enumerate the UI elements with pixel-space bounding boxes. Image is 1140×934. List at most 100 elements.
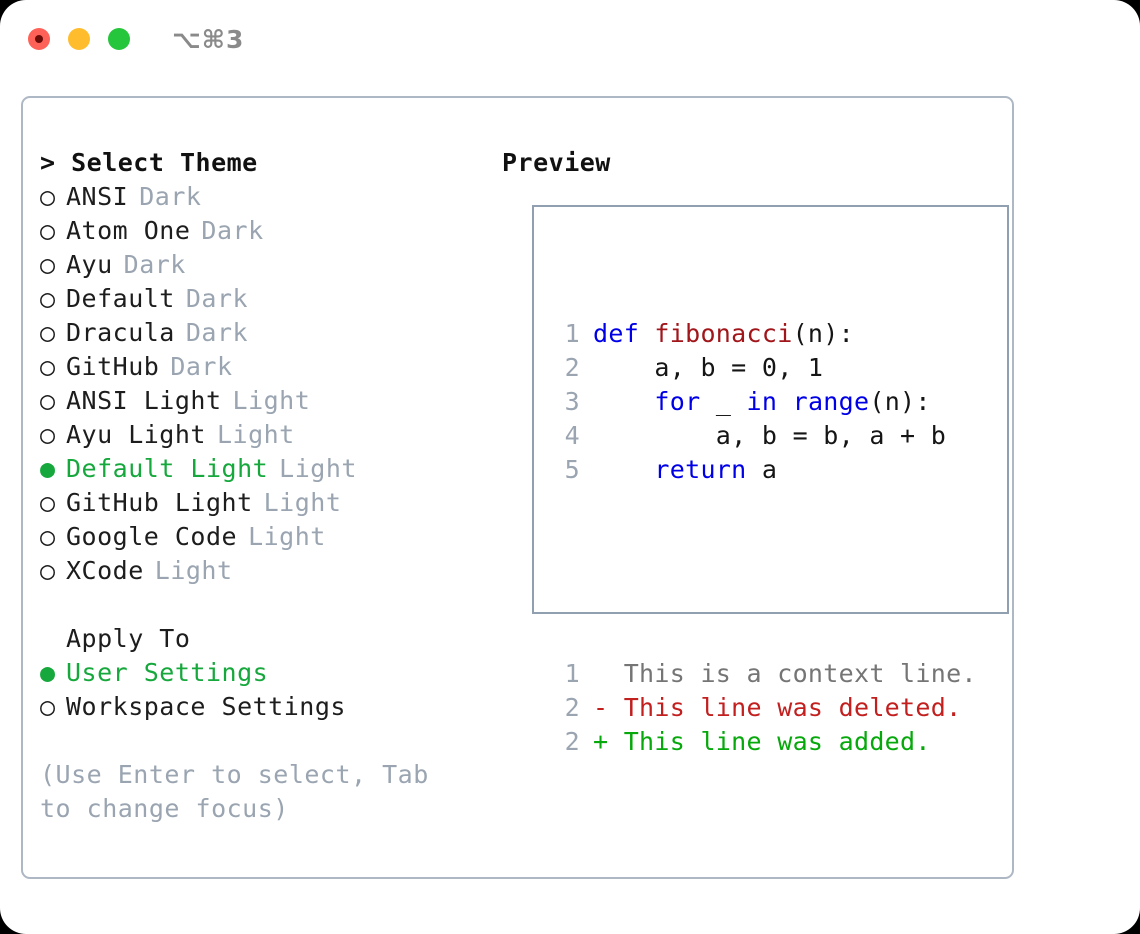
diff-marker xyxy=(593,659,624,688)
preview-title: Preview xyxy=(502,148,611,177)
spacer xyxy=(40,724,500,758)
theme-option-label: ANSI xyxy=(66,182,129,211)
theme-option-tag: Light xyxy=(248,522,326,551)
theme-option-tag: Light xyxy=(216,420,295,449)
theme-option-tag: Light xyxy=(154,556,233,585)
code-token: a xyxy=(746,455,778,484)
code-line: 2 a, b = 0, 1 xyxy=(554,351,977,385)
code-token: (n): xyxy=(869,387,931,416)
theme-option-label: GitHub xyxy=(66,352,160,381)
code-token xyxy=(593,387,654,416)
line-number: 4 xyxy=(564,421,580,450)
code-token: (n): xyxy=(792,319,854,348)
theme-option-label: XCode xyxy=(66,556,144,585)
diff-line-del: 2- This line was deleted. xyxy=(554,691,977,725)
radio-unselected-icon: ○ xyxy=(40,250,56,279)
radio-unselected-icon: ○ xyxy=(40,352,56,381)
theme-option-tag: Dark xyxy=(185,284,249,313)
code-line: 1 def fibonacci(n): xyxy=(554,317,977,351)
close-window-button[interactable] xyxy=(28,28,50,50)
radio-selected-icon: ● xyxy=(40,658,56,687)
theme-option-github[interactable]: ○ GitHub Dark xyxy=(40,350,500,384)
code-token xyxy=(593,455,654,484)
theme-option-tag: Light xyxy=(263,488,342,517)
theme-option-label: Default xyxy=(66,284,175,313)
line-number: 5 xyxy=(564,455,580,484)
theme-option-atom-one[interactable]: ○ Atom One Dark xyxy=(40,214,500,248)
radio-unselected-icon: ○ xyxy=(40,284,56,313)
theme-picker-title: > Select Theme xyxy=(40,148,258,177)
code-token: _ xyxy=(700,387,747,416)
theme-option-label: ANSI Light xyxy=(66,386,222,415)
diff-lines: 1 This is a context line.2- This line wa… xyxy=(554,657,977,759)
diff-text: This is a context line. xyxy=(623,659,977,688)
radio-unselected-icon: ○ xyxy=(40,420,56,449)
theme-option-label: Atom One xyxy=(66,216,191,245)
theme-option-github-light[interactable]: ○ GitHub Light Light xyxy=(40,486,500,520)
theme-option-label: Default Light xyxy=(66,454,269,483)
theme-option-default[interactable]: ○ Default Dark xyxy=(40,282,500,316)
radio-unselected-icon: ○ xyxy=(40,488,56,517)
theme-option-ayu[interactable]: ○ Ayu Dark xyxy=(40,248,500,282)
keyboard-hint-text: (Use Enter to select, Tab to change focu… xyxy=(40,760,429,823)
code-token: range xyxy=(792,387,870,416)
line-number: 3 xyxy=(564,387,580,416)
radio-unselected-icon: ○ xyxy=(40,556,56,585)
theme-option-xcode[interactable]: ○ XCode Light xyxy=(40,554,500,588)
code-line: 5 return a xyxy=(554,453,977,487)
code-line: 4 a, b = b, a + b xyxy=(554,419,977,453)
keyboard-shortcut-label: ⌥⌘3 xyxy=(172,24,245,54)
title-bar: ⌥⌘3 xyxy=(0,0,1140,78)
theme-option-tag: Dark xyxy=(201,216,264,245)
theme-option-default-light[interactable]: ● Default Light Light xyxy=(40,452,500,486)
apply-to-option-user-settings[interactable]: ● User Settings xyxy=(40,656,500,690)
theme-option-tag: Dark xyxy=(170,352,233,381)
radio-unselected-icon: ○ xyxy=(40,182,56,211)
diff-text: This line was deleted. xyxy=(623,693,962,722)
line-number: 2 xyxy=(564,353,580,382)
code-token: a, b = b, a + b xyxy=(593,421,947,450)
theme-option-tag: Dark xyxy=(123,250,186,279)
diff-line-add: 2+ This line was added. xyxy=(554,725,977,759)
apply-to-option-label: Workspace Settings xyxy=(66,692,346,721)
radio-unselected-icon: ○ xyxy=(40,318,56,347)
theme-option-tag: Light xyxy=(279,454,357,483)
maximize-window-button[interactable] xyxy=(108,28,130,50)
diff-line-ctx: 1 This is a context line. xyxy=(554,657,977,691)
line-number: 1 xyxy=(564,319,580,348)
line-number: 1 xyxy=(564,659,580,688)
traffic-lights xyxy=(28,28,130,50)
code-token: def xyxy=(593,319,655,348)
code-token: fibonacci xyxy=(654,319,793,348)
radio-unselected-icon: ○ xyxy=(40,216,56,245)
diff-marker: - xyxy=(593,693,624,722)
minimize-window-button[interactable] xyxy=(68,28,90,50)
code-token: return xyxy=(654,455,747,484)
spacer xyxy=(40,588,500,622)
theme-option-ansi[interactable]: ○ ANSI Dark xyxy=(40,180,500,214)
radio-unselected-icon: ○ xyxy=(40,692,56,721)
theme-option-tag: Dark xyxy=(139,182,202,211)
radio-selected-icon: ● xyxy=(40,454,56,483)
theme-option-label: GitHub Light xyxy=(66,488,253,517)
code-line: 3 for _ in range(n): xyxy=(554,385,977,419)
theme-option-label: Ayu xyxy=(66,250,113,279)
code-token: in xyxy=(746,387,778,416)
apply-to-heading: Apply To xyxy=(66,624,191,653)
apply-to-option-label: User Settings xyxy=(66,658,269,687)
code-token: a, b = 0, 1 xyxy=(593,353,824,382)
line-number: 2 xyxy=(564,693,580,722)
code-blank-line xyxy=(554,555,977,589)
apply-to-option-workspace-settings[interactable]: ○ Workspace Settings xyxy=(40,690,500,724)
